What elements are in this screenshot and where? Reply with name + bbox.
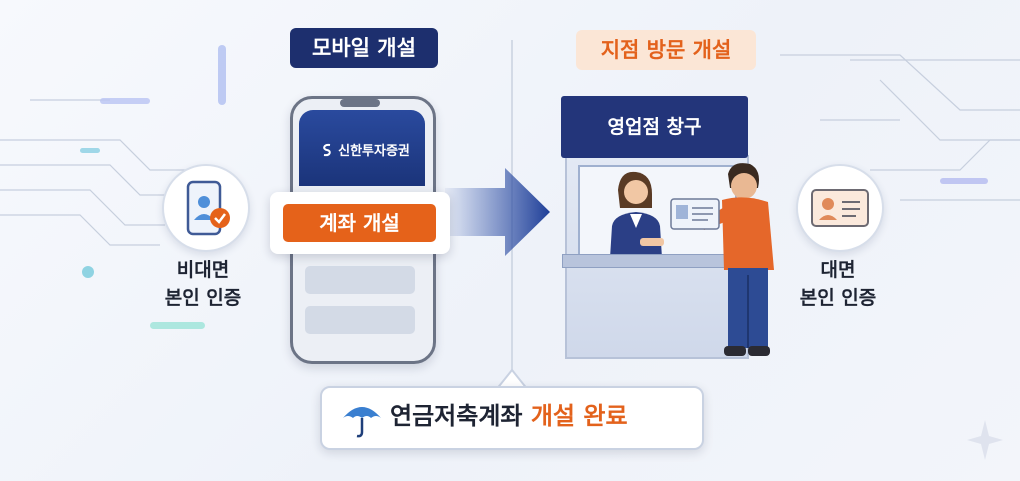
flow-arrow-icon: [445, 168, 550, 256]
branch-section-title: 지점 방문 개설: [576, 30, 756, 70]
completion-text-main: 연금저축계좌: [390, 402, 531, 430]
face-auth-label: 대면 본인 인증: [778, 256, 898, 312]
list-placeholder: [305, 306, 415, 334]
face-auth-line2: 본인 인증: [799, 287, 877, 309]
counter-sign: 영업점 창구: [607, 116, 702, 138]
customer-figure: [700, 163, 774, 356]
brand-row: 신한투자증권: [305, 140, 425, 159]
phone-notch: [340, 99, 380, 107]
non-face-auth-line1: 비대면: [176, 259, 230, 281]
phone-check-icon: [186, 180, 230, 236]
non-face-auth-badge: [162, 164, 250, 252]
open-account-button[interactable]: 계좌 개설: [283, 204, 436, 242]
completion-banner: [320, 386, 704, 450]
completion-pointer: [494, 368, 530, 390]
non-face-auth-line2: 본인 인증: [164, 287, 242, 309]
face-auth-badge: [796, 164, 884, 252]
umbrella-icon: [343, 407, 381, 438]
face-auth-line1: 대면: [820, 259, 856, 281]
mobile-section-title: 모바일 개설: [290, 28, 438, 68]
teller-figure: [610, 171, 664, 258]
app-header: [299, 110, 425, 186]
list-placeholder: [305, 266, 415, 294]
brand-logo-icon: [323, 143, 331, 156]
completion-text: 연금저축계좌 개설 완료: [390, 398, 628, 434]
brand-name: 신한투자증권: [338, 144, 410, 159]
id-card-icon: [811, 189, 869, 227]
booth-awning: [561, 96, 748, 158]
non-face-auth-label: 비대면 본인 인증: [143, 256, 263, 312]
completion-text-accent: 개설 완료: [530, 402, 628, 430]
id-card-held-icon: [670, 198, 720, 230]
